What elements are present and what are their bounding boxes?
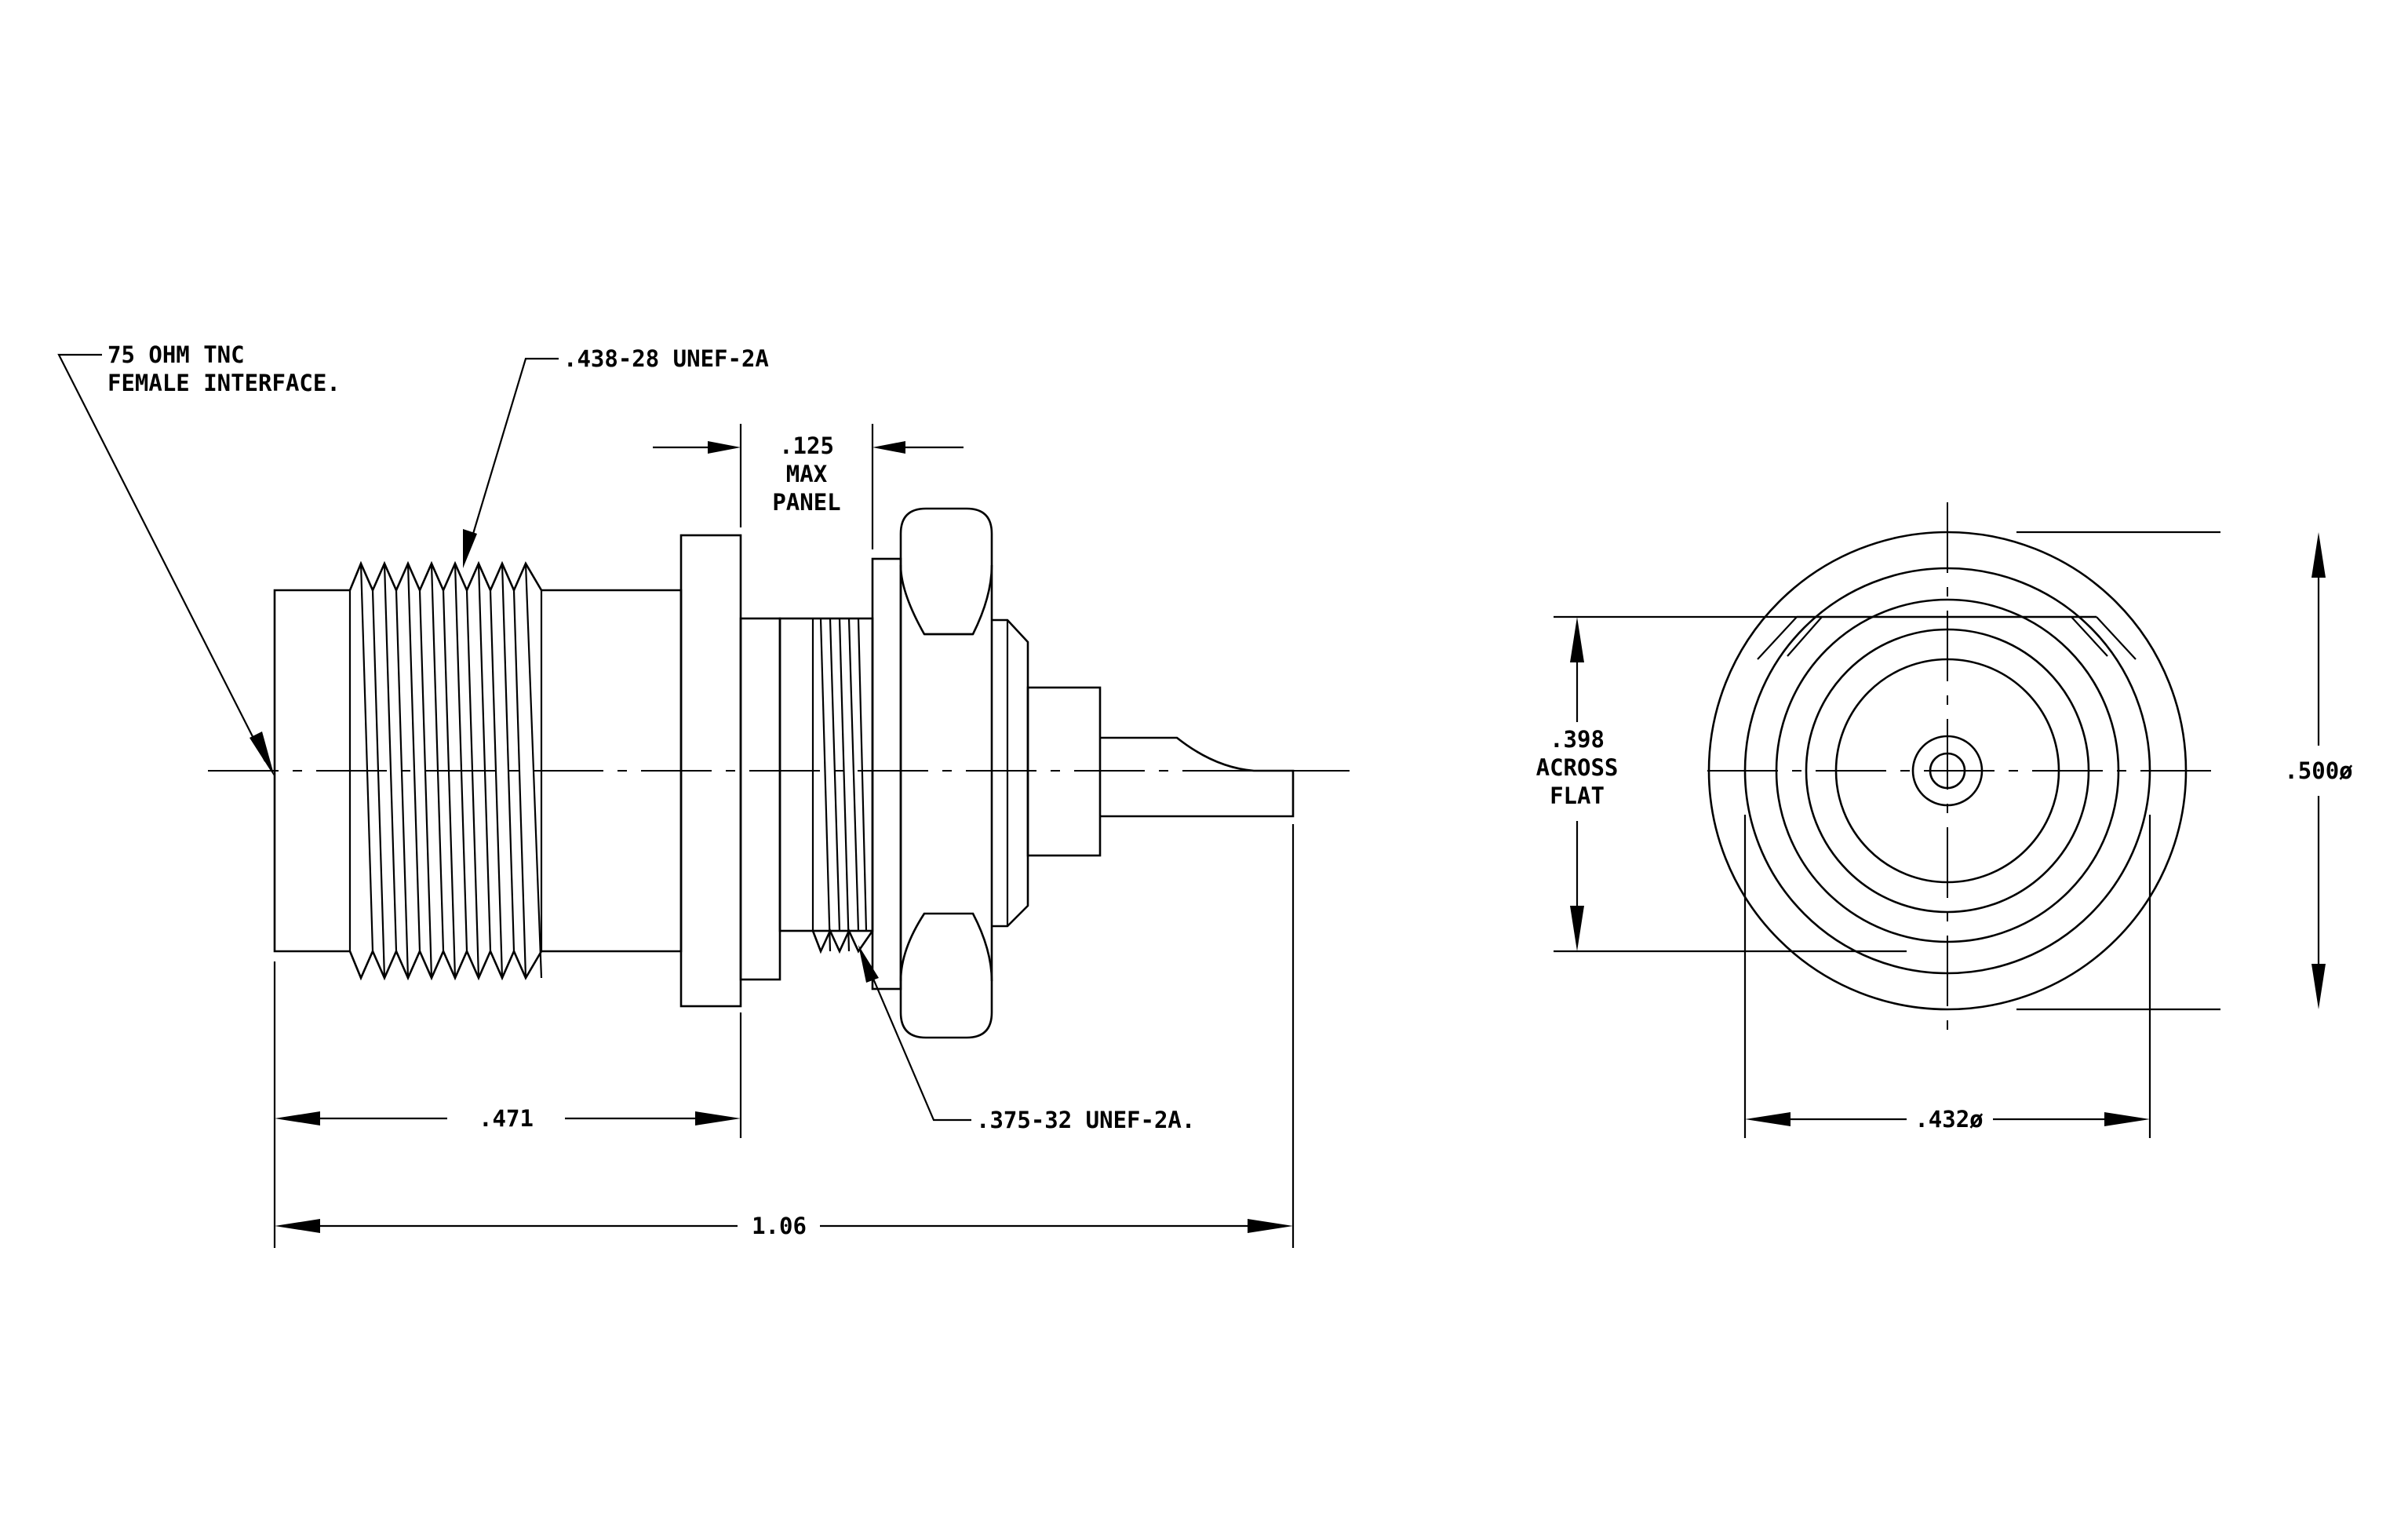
outer-circle [1707,531,2188,1011]
overall-length-dimension: 1.06 [273,824,1295,1248]
insulator-circle [1834,658,2060,884]
outer-diameter-value: .500ø [2284,757,2353,784]
flat-dimension: .398 ACROSS FLAT [1536,615,1907,953]
front-thread-callout-text: .438-28 UNEF-2A [563,345,769,372]
overall-length-value: 1.06 [752,1213,807,1239]
interface-callout-line2: FEMALE INTERFACE. [107,370,341,396]
rear-thread-callout: .375-32 UNEF-2A. [858,945,1195,1133]
panel-dimension: .125 MAX PANEL [653,424,964,549]
hex-nut [899,507,993,1039]
across-flat [1757,615,2137,660]
flat-dimension-flat: FLAT [1550,783,1605,809]
end-view: .398 ACROSS FLAT .500ø .432ø [1536,502,2353,1138]
front-thread [348,560,543,981]
flat-dimension-across: ACROSS [1536,754,1619,781]
inner-body-circle [1805,628,2090,914]
panel-dimension-panel: PANEL [772,489,840,516]
contact-outer-circle [1911,735,1984,807]
panel-dimension-max: MAX [786,461,828,487]
panel-dimension-value: .125 [779,432,834,459]
thread-diameter-value: .432ø [1914,1106,1984,1133]
flat-dimension-value: .398 [1550,726,1605,753]
solder-pin [1100,736,1295,818]
interface-callout: 75 OHM TNC FEMALE INTERFACE. [57,341,341,777]
flange-length-value: .471 [479,1105,534,1132]
contact-pin-circle [1929,752,1966,790]
rear-thread-callout-text: .375-32 UNEF-2A. [976,1107,1195,1133]
panel-body [739,617,781,981]
flange-length-dimension: .471 [273,961,742,1154]
body-circle [1775,598,2120,943]
thread-circle [1743,567,2151,975]
rear-step [1026,686,1102,857]
side-view: .125 MAX PANEL .471 1.06 [57,341,1350,1248]
rear-body [992,618,1029,928]
outer-diameter-dimension: .500ø [2016,531,2353,1011]
interface-callout-line1: 75 OHM TNC [107,341,245,368]
lock-washer [871,557,902,991]
thread-diameter-dimension: .432ø [1743,815,2151,1138]
rear-thread [778,617,874,954]
front-thread-callout: .438-28 UNEF-2A [463,345,769,568]
